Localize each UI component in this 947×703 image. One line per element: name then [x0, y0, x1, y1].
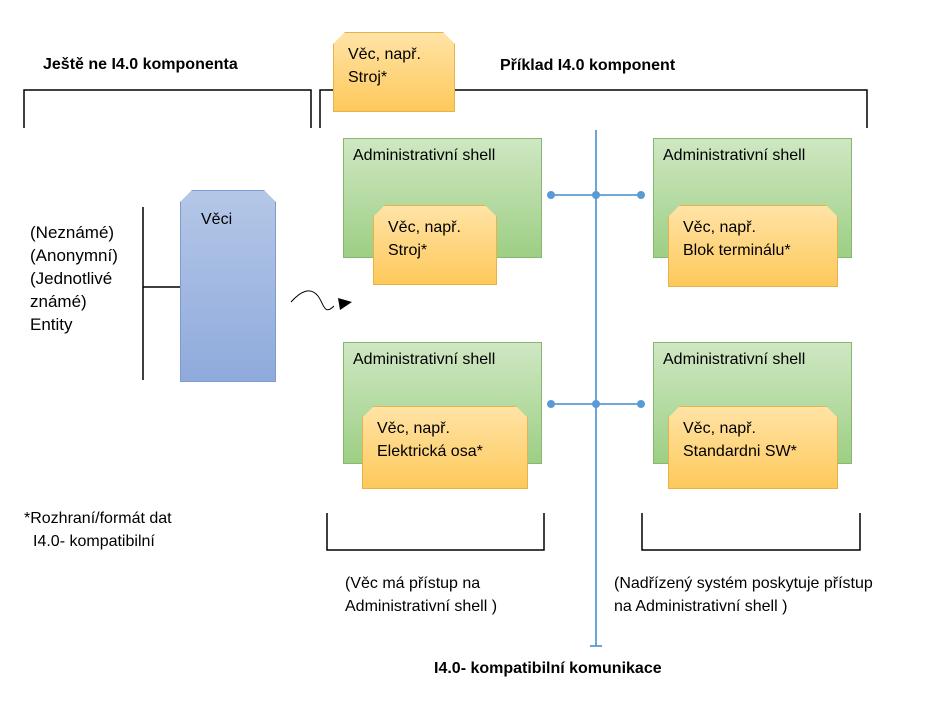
right-bottom-bracket [641, 513, 861, 551]
caption-right-line2: na Administrativní shell ) [614, 598, 788, 615]
footnote-line2: I4.0- kompatibilní [33, 533, 155, 550]
entity-line: známé) [30, 292, 87, 311]
caption-left-line1: (Věc má přístup na [345, 575, 481, 592]
caption-left-line2: Administrativní shell ) [345, 598, 498, 615]
top-thing-box: Věc, např. Stroj* [333, 32, 455, 112]
top-thing-line1: Věc, např. [348, 46, 421, 63]
admin-shell-title: Administrativní shell [353, 147, 496, 164]
things-column-label: Věci [201, 211, 233, 228]
shell-thing-line2: Stroj* [388, 242, 428, 259]
footnote: *Rozhraní/formát dat I4.0- kompatibilní [24, 507, 172, 553]
shell-thing-line2: Elektrická osa* [377, 443, 483, 460]
shell-thing-1: Věc, např. Stroj* [373, 205, 497, 285]
left-top-bracket [23, 89, 312, 128]
heading-communication: I4.0- kompatibilní komunikace [434, 660, 662, 677]
entity-line: (Neznámé) [30, 223, 115, 242]
caption-right: (Nadřízený systém poskytuje přístup na A… [614, 572, 873, 618]
top-thing-line2: Stroj* [348, 69, 388, 86]
admin-shell-title: Administrativní shell [353, 351, 496, 368]
caption-right-line1: (Nadřízený systém poskytuje přístup [614, 575, 873, 592]
entity-line: (Jednotlivé [30, 269, 113, 288]
admin-shell-title: Administrativní shell [663, 351, 806, 368]
shell-thing-line2: Standardni SW* [683, 443, 797, 460]
shell-thing-line1: Věc, např. [388, 219, 461, 236]
shell-thing-line1: Věc, např. [683, 219, 756, 236]
right-top-bracket-2 [453, 89, 868, 128]
bus-node [547, 400, 555, 408]
shell-thing-2: Věc, např. Blok terminálu* [668, 205, 838, 287]
footnote-line1: *Rozhraní/formát dat [24, 510, 172, 527]
shell-thing-line1: Věc, např. [683, 420, 756, 437]
wavy-arrow-head [338, 298, 352, 310]
things-column: Věci [180, 190, 276, 382]
entity-line: (Anonymní) [30, 246, 118, 265]
shell-thing-3: Věc, např. Elektrická osa* [362, 406, 528, 489]
shell-thing-4: Věc, např. Standardni SW* [668, 406, 838, 489]
bus-node [637, 400, 645, 408]
heading-not-i40: Ještě ne I4.0 komponenta [43, 56, 238, 73]
wavy-arrow [290, 290, 335, 311]
admin-shell-title: Administrativní shell [663, 147, 806, 164]
bus-node [547, 191, 555, 199]
bus-node [637, 191, 645, 199]
caption-left: (Věc má přístup na Administrativní shell… [345, 572, 497, 618]
bus-node [592, 191, 600, 199]
heading-i40-examples: Příklad I4.0 komponent [500, 57, 676, 74]
shell-thing-line2: Blok terminálu* [683, 242, 791, 259]
entity-line: Entity [30, 315, 73, 334]
bus-node [592, 400, 600, 408]
right-top-bracket [319, 89, 333, 128]
entities-list: (Neznámé) (Anonymní) (Jednotlivé známé) … [30, 221, 118, 336]
left-bottom-bracket [326, 513, 545, 551]
shell-thing-line1: Věc, např. [377, 420, 450, 437]
